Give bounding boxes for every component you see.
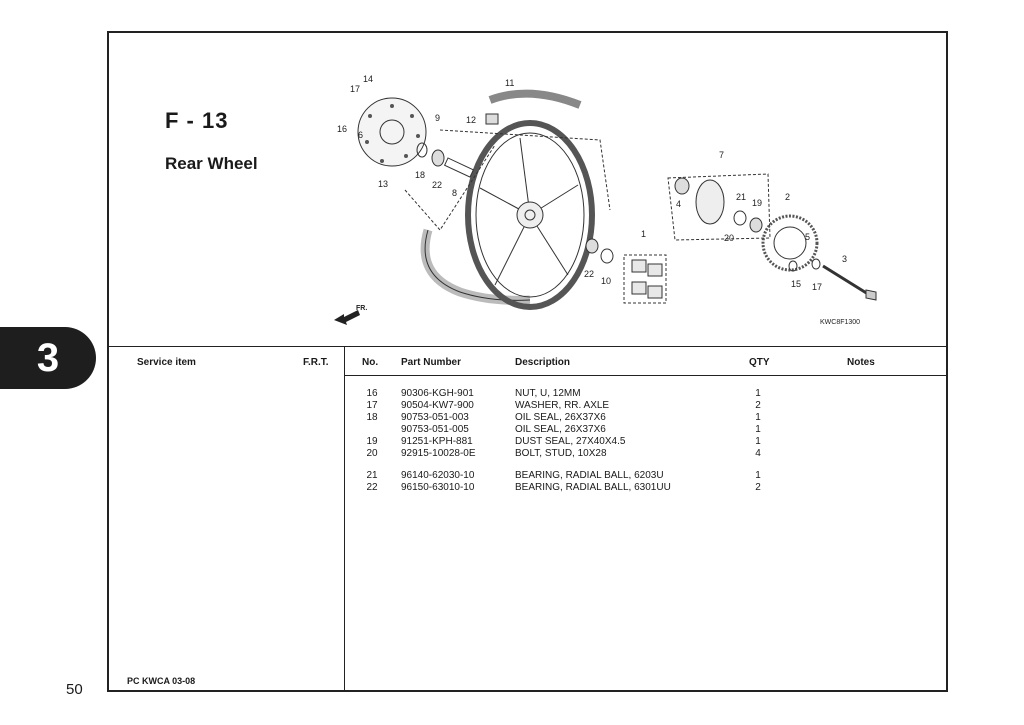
header-frt: F.R.T. [303, 357, 329, 368]
row-no: 18 [366, 412, 378, 423]
row-part-number: 91251-KPH-881 [401, 436, 473, 447]
exploded-parts-diagram: FR. 14 17 16 6 13 11 12 9 18 22 8 7 4 21… [334, 74, 877, 326]
row-no: 17 [366, 400, 378, 411]
drawing-code: KWC8F1300 [820, 319, 860, 326]
row-no: 20 [366, 448, 378, 459]
callout-label: 15 [791, 279, 801, 289]
callout-label: 21 [736, 192, 746, 202]
row-description: OIL SEAL, 26X37X6 [515, 412, 606, 423]
row-description: NUT, U, 12MM [515, 388, 581, 399]
row-description: BEARING, RADIAL BALL, 6203U [515, 470, 664, 481]
row-part-number: 90306-KGH-901 [401, 388, 474, 399]
figure-title: Rear Wheel [165, 154, 258, 173]
callout-label: 22 [432, 180, 442, 190]
row-description: WASHER, RR. AXLE [515, 400, 610, 411]
row-qty: 4 [755, 448, 761, 459]
row-part-number: 96140-62030-10 [401, 470, 475, 481]
callout-label: 22 [584, 269, 594, 279]
column-divider [344, 346, 345, 692]
header-part-number: Part Number [401, 357, 462, 368]
row-no: 22 [366, 482, 378, 493]
row-description: DUST SEAL, 27X40X4.5 [515, 436, 626, 447]
row-qty: 1 [755, 436, 761, 447]
header-description: Description [515, 357, 571, 368]
header-qty: QTY [749, 357, 770, 368]
callout-label: 17 [812, 282, 822, 292]
callout-label: 10 [601, 276, 611, 286]
callout-label: 17 [350, 84, 360, 94]
row-description: OIL SEAL, 26X37X6 [515, 424, 606, 435]
figure-code: F - 13 [165, 108, 229, 133]
callout-label: 5 [805, 232, 810, 242]
header-notes: Notes [847, 357, 875, 368]
row-no: 16 [366, 388, 378, 399]
row-qty: 2 [755, 482, 761, 493]
callout-label: 13 [378, 179, 388, 189]
row-part-number: 90753-051-003 [401, 412, 469, 423]
row-qty: 1 [755, 412, 761, 423]
page-frame [107, 31, 948, 692]
callout-label: 4 [676, 199, 681, 209]
callout-label: 11 [505, 78, 514, 88]
header-service-item: Service item [137, 357, 196, 368]
callout-label: 12 [466, 115, 476, 125]
row-part-number: 90504-KW7-900 [401, 400, 474, 411]
row-qty: 2 [755, 400, 761, 411]
row-description: BOLT, STUD, 10X28 [515, 448, 607, 459]
callout-label: 20 [724, 233, 734, 243]
callout-label: 19 [752, 198, 762, 208]
row-qty: 1 [755, 470, 761, 481]
callout-label: 2 [785, 192, 790, 202]
row-part-number: 96150-63010-10 [401, 482, 475, 493]
table-top-border [107, 346, 948, 347]
section-tab: 3 [0, 327, 96, 389]
row-part-number: 92915-10028-0E [401, 448, 476, 459]
callout-label: 14 [363, 74, 373, 84]
table-header-divider [345, 375, 948, 376]
callout-label: 8 [452, 188, 457, 198]
row-no: 21 [366, 470, 378, 481]
callout-label: 6 [358, 130, 363, 140]
header-no: No. [362, 357, 379, 368]
callout-label: 16 [337, 124, 347, 134]
callout-label: 3 [842, 254, 847, 264]
callout-label: 18 [415, 170, 425, 180]
row-qty: 1 [755, 388, 761, 399]
front-direction-label: FR. [356, 305, 367, 312]
callout-label: 1 [641, 229, 646, 239]
callout-label: 9 [435, 113, 440, 123]
row-qty: 1 [755, 424, 761, 435]
row-part-number: 90753-051-005 [401, 424, 469, 435]
footer-code: PC KWCA 03-08 [127, 676, 196, 686]
callout-label: 7 [719, 150, 724, 160]
row-no: 19 [366, 436, 378, 447]
row-description: BEARING, RADIAL BALL, 6301UU [515, 482, 671, 493]
page-number: 50 [66, 681, 83, 698]
